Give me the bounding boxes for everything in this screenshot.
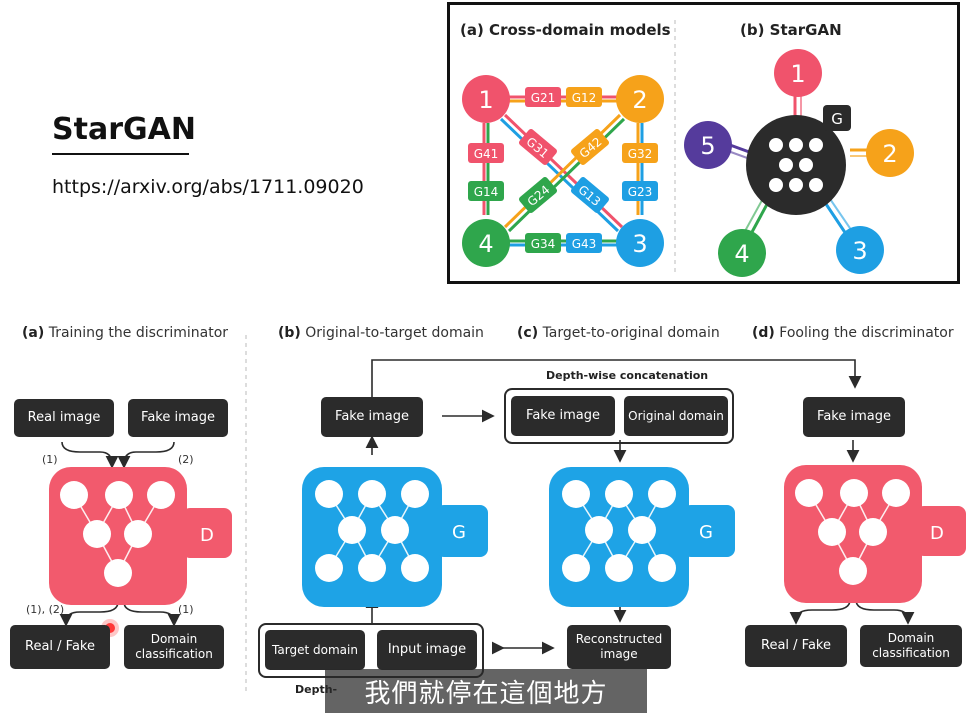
tag-g14: G14 (474, 185, 499, 199)
d-label-d: D (930, 523, 944, 544)
node-4 (462, 219, 510, 267)
stargan-star: G 1 2 3 4 5 (684, 49, 914, 277)
input-image-box: Input image (377, 630, 477, 670)
node-2-label: 2 (632, 86, 647, 114)
star-node-3 (836, 226, 884, 274)
node-2 (616, 75, 664, 123)
panel-a-heading: (a) Training the discriminator (22, 325, 228, 341)
real-image-box-a: Real image (14, 399, 114, 437)
node-4-label: 4 (478, 230, 493, 258)
slide-title: StarGAN (52, 112, 196, 147)
video-subtitle: 我們就停在這個地方 (325, 669, 647, 713)
arrow-d-to-domain (123, 601, 181, 627)
fake-image-box-c: Fake image (511, 396, 615, 436)
arrow-fake-to-d (117, 441, 175, 469)
tag-g32: G32 (628, 147, 653, 161)
panel-a-title-text: Training the discriminator (48, 325, 229, 341)
domain-class-box-a: Domain classification (124, 625, 224, 669)
panel-a-label: (a) (22, 325, 45, 341)
paper-url[interactable]: https://arxiv.org/abs/1711.09020 (52, 176, 364, 198)
reconstructed-image-box: Reconstructed image (567, 625, 671, 669)
star-node-1-label: 1 (790, 60, 805, 88)
g-label-c: G (699, 522, 713, 543)
arrow-d-to-domain-d (855, 599, 915, 625)
discriminator-network-a: D (49, 467, 232, 605)
generator-network-b: G (302, 467, 488, 607)
node-1-label: 1 (478, 86, 493, 114)
panel-b-label: (b) (278, 325, 301, 341)
real-fake-box-a: Real / Fake (10, 625, 110, 669)
fake-image-box-a: Fake image (128, 399, 228, 437)
star-node-1 (774, 49, 822, 97)
node-1 (462, 75, 510, 123)
tag-g41: G41 (474, 147, 499, 161)
generator-network-c: G (549, 467, 735, 607)
panel-c-heading: (c) Target-to-original domain (517, 325, 720, 341)
tag-g43: G43 (572, 237, 597, 251)
arrow-real-to-d (61, 441, 119, 469)
star-node-2-label: 2 (882, 140, 897, 168)
step-12-label: (1), (2) (26, 603, 65, 616)
node-3-label: 3 (632, 230, 647, 258)
g-label-b: G (452, 522, 466, 543)
target-domain-box: Target domain (265, 630, 365, 670)
panel-d-heading: (d) Fooling the discriminator (752, 325, 954, 341)
step-1-label: (1) (42, 453, 58, 466)
arrow-top-loop (371, 359, 862, 397)
panel-b-title: (b) StarGAN (740, 21, 842, 39)
star-node-5-label: 5 (700, 132, 715, 160)
step-1b-label: (1) (178, 603, 194, 616)
arrow-d-to-realfake-d (789, 599, 851, 625)
panel-c-title-text: Target-to-original domain (542, 325, 720, 341)
tag-g21: G21 (531, 91, 556, 105)
node-3 (616, 219, 664, 267)
star-g-label: G (831, 110, 843, 128)
star-g-tab (823, 105, 851, 131)
panel-a-title: (a) Cross-domain models (460, 21, 671, 39)
fake-image-box-b: Fake image (321, 397, 423, 437)
star-generator-body (746, 115, 846, 215)
star-node-3-label: 3 (852, 237, 867, 265)
concat-label-c: Depth-wise concatenation (546, 369, 709, 382)
panel-d-title-text: Fooling the discriminator (779, 325, 954, 341)
star-node-2 (866, 129, 914, 177)
star-node-4-label: 4 (734, 240, 749, 268)
tag-g23: G23 (628, 185, 653, 199)
panel-b-heading: (b) Original-to-target domain (278, 325, 484, 341)
domain-class-box-d: Domain classification (860, 625, 962, 667)
step-2-label: (2) (178, 453, 194, 466)
tag-g34: G34 (531, 237, 556, 251)
concat-group-c (504, 388, 734, 444)
bottom-figure-graphics: D G (49, 335, 966, 695)
discriminator-network-d: D (784, 465, 966, 603)
star-node-5 (684, 121, 732, 169)
top-figure: (a) Cross-domain models (b) StarGAN 1 2 … (447, 2, 960, 284)
d-label-a: D (200, 525, 214, 546)
fake-image-box-d: Fake image (803, 397, 905, 437)
star-node-4 (718, 229, 766, 277)
real-fake-box-d: Real / Fake (745, 625, 847, 667)
tag-g12: G12 (572, 91, 597, 105)
panel-b-title-text: Original-to-target domain (305, 325, 484, 341)
cross-domain-figure: (a) Cross-domain models (b) StarGAN 1 2 … (460, 20, 914, 277)
title-underline (52, 153, 189, 155)
panel-c-label: (c) (517, 325, 539, 341)
original-domain-box: Original domain (624, 396, 728, 436)
arrow-d-to-realfake (59, 601, 119, 627)
panel-d-label: (d) (752, 325, 775, 341)
